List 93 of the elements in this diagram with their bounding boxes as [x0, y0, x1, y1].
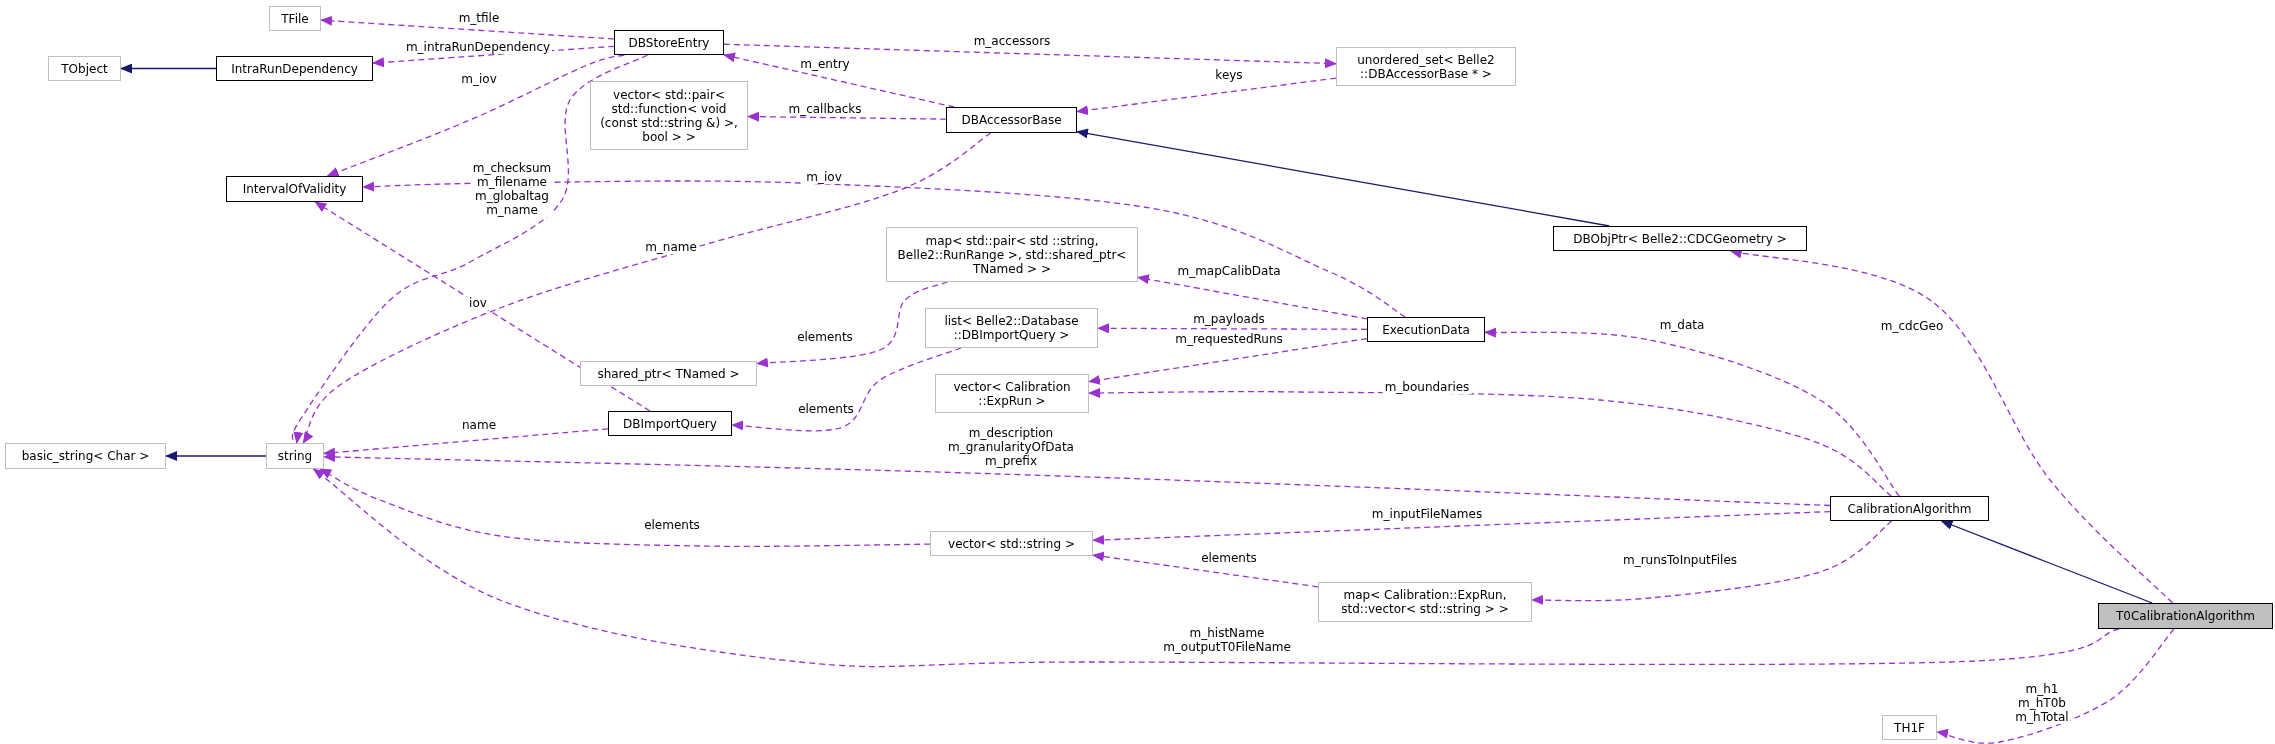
class-box: [608, 411, 732, 436]
edge-label: m_callbacks: [786, 102, 864, 116]
dashed-arrow: [1092, 551, 1319, 588]
class-box: [925, 308, 1098, 348]
class-box: [580, 361, 757, 386]
class-name: vector< std::pair< std::function< void (const std::string &) >, bool > >: [599, 87, 739, 144]
class-box: [1336, 47, 1516, 86]
class-name: DBStoreEntry: [628, 35, 710, 50]
edge-label: m_payloads: [1191, 312, 1267, 326]
edge-label: m_checksum m_filename m_globaltag m_name: [470, 161, 554, 217]
arrow: [1076, 128, 1611, 227]
edge-label: m_histName m_outputT0FileName: [1161, 626, 1293, 654]
class-box: [2098, 603, 2273, 629]
class-box: [48, 56, 121, 81]
class-name: IntraRunDependency: [231, 61, 358, 76]
dashed-arrow: [1088, 388, 1892, 497]
edge-label: elements: [796, 402, 856, 416]
dashed-arrow: [1088, 337, 1368, 385]
class-box: [590, 81, 748, 150]
class-name: basic_string< Char >: [21, 449, 150, 463]
class-name: map< std::pair< std ::string, Belle2::RunRange >, std::shared_ptr< TNamed > >: [896, 233, 1128, 276]
dashed-arrow: [747, 111, 947, 122]
class-box: [216, 56, 373, 81]
dashed-arrow: [302, 132, 992, 444]
class-name: CalibrationAlgorithm: [1847, 501, 1972, 516]
dashed-arrow: [1936, 628, 2175, 744]
class-box: [935, 374, 1089, 413]
dashed-arrow: [314, 201, 651, 412]
dashed-arrow: [320, 15, 615, 40]
edge-label: elements: [642, 518, 702, 532]
class-name: vector< Calibration ::ExpRun >: [952, 379, 1072, 408]
class-box: [1882, 715, 1937, 740]
class-box: [5, 443, 166, 469]
dashed-arrow: [1076, 77, 1337, 116]
class-name: T0CalibrationAlgorithm: [2116, 609, 2255, 623]
class-name: DBImportQuery: [623, 416, 717, 431]
dashed-arrow: [1097, 323, 1368, 334]
dashed-arrow: [723, 43, 1337, 69]
edge-label: m_inputFileNames: [1369, 507, 1485, 521]
edge-label: m_h1 m_hT0b m_hTotal: [2013, 682, 2071, 724]
class-box: [930, 531, 1093, 556]
class-name: map< Calibration::ExpRun, std::vector< std::string > >: [1340, 588, 1510, 616]
class-name: unordered_set< Belle2 ::DBAccessorBase * >: [1356, 52, 1496, 81]
edge-label: m_boundaries: [1382, 380, 1472, 394]
class-box: [1553, 226, 1807, 251]
dashed-arrow: [1531, 520, 1893, 606]
class-name: string: [277, 449, 313, 463]
dashed-arrow: [290, 54, 649, 444]
class-name: shared_ptr< TNamed >: [597, 366, 740, 381]
class-box: [269, 6, 321, 31]
edge-label: m_iov: [804, 170, 844, 184]
class-name: ExecutionData: [1382, 322, 1470, 337]
edge-label: m_entry: [798, 57, 852, 71]
edge-label: keys: [1213, 68, 1245, 82]
class-box: [266, 443, 324, 469]
class-name: DBObjPtr< Belle2::CDCGeometry >: [1573, 231, 1787, 246]
class-name: TObject: [61, 61, 108, 76]
class-box: [1318, 582, 1532, 622]
dashed-arrow: [1092, 510, 1831, 545]
dashed-arrow: [312, 468, 2120, 668]
class-box: [226, 176, 363, 202]
edge-label: elements: [1199, 551, 1259, 565]
edge-label: m_iov: [459, 72, 499, 86]
class-name: TFile: [281, 11, 309, 26]
dashed-arrow: [326, 54, 625, 177]
arrow: [120, 63, 217, 74]
dashed-arrow: [323, 452, 1831, 507]
dashed-arrow: [1137, 274, 1368, 320]
edge-label: m_requestedRuns: [1173, 332, 1285, 346]
class-name: IntervalOfValidity: [242, 182, 347, 196]
dashed-arrow: [723, 52, 955, 108]
edge-label: m_mapCalibData: [1175, 264, 1283, 278]
dashed-arrow: [1484, 327, 1900, 497]
edge-label: m_tfile: [456, 11, 502, 25]
class-box: [1367, 317, 1485, 342]
edge-label: m_description m_granularityOfData m_prefix: [946, 426, 1076, 468]
dashed-arrow: [323, 428, 609, 458]
edge-label: elements: [795, 330, 855, 344]
arrow: [1940, 520, 2153, 604]
arrow: [165, 451, 267, 461]
class-name: TH1F: [1894, 720, 1925, 735]
class-name: DBAccessorBase: [961, 113, 1062, 127]
class-box: [614, 30, 724, 55]
class-box: [946, 107, 1077, 133]
class-name: vector< std::string >: [948, 536, 1075, 551]
edge-label: m_cdcGeo: [1878, 319, 1946, 333]
edge-label: m_data: [1657, 318, 1707, 332]
class-box: [886, 227, 1138, 282]
dashed-arrow: [319, 468, 931, 547]
edge-label: iov: [467, 296, 489, 310]
class-box: [1830, 496, 1989, 521]
class-name: list< Belle2::Database ::DBImportQuery >: [943, 314, 1080, 342]
dashed-arrow: [362, 180, 1406, 318]
